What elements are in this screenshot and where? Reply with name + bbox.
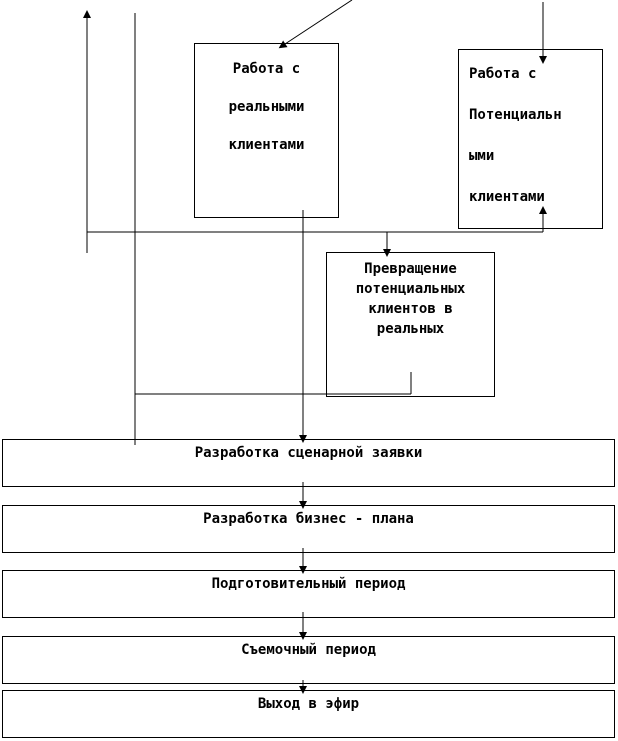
diagonal-arrow — [278, 0, 353, 49]
step-on-air: Выход в эфир — [2, 690, 615, 738]
real-clients-line-1: Работа с — [232, 61, 301, 77]
potential-clients-box: Работа с Потенциальн ыми клиентами — [458, 49, 603, 229]
potential-clients-line-3: ыми — [469, 148, 495, 164]
real-clients-line-3: клиентами — [228, 137, 305, 153]
real-clients-line-2: реальными — [228, 99, 305, 115]
step-script-application-label: Разработка сценарной заявки — [194, 445, 423, 461]
step-script-application: Разработка сценарной заявки — [2, 439, 615, 487]
potential-clients-line-1: Работа с — [469, 66, 537, 82]
step-business-plan: Разработка бизнес - плана — [2, 505, 615, 553]
step-shooting-period-label: Съемочный период — [241, 642, 376, 658]
conversion-line-1: Превращение — [364, 261, 457, 277]
step-preparatory-period-label: Подготовительный период — [211, 576, 406, 592]
potential-clients-line-2: Потенциальн — [469, 107, 562, 123]
step-on-air-label: Выход в эфир — [257, 696, 360, 712]
conversion-line-2: потенциальных — [355, 281, 466, 297]
step-shooting-period: Съемочный период — [2, 636, 615, 684]
real-clients-box: Работа с реальными клиентами — [194, 43, 339, 218]
conversion-line-3: клиентов в — [368, 301, 453, 317]
step-business-plan-label: Разработка бизнес - плана — [203, 511, 414, 527]
potential-clients-line-4: клиентами — [469, 189, 545, 205]
conversion-box: Превращение потенциальных клиентов в реа… — [326, 252, 495, 397]
conversion-line-4: реальных — [376, 321, 445, 337]
step-preparatory-period: Подготовительный период — [2, 570, 615, 618]
